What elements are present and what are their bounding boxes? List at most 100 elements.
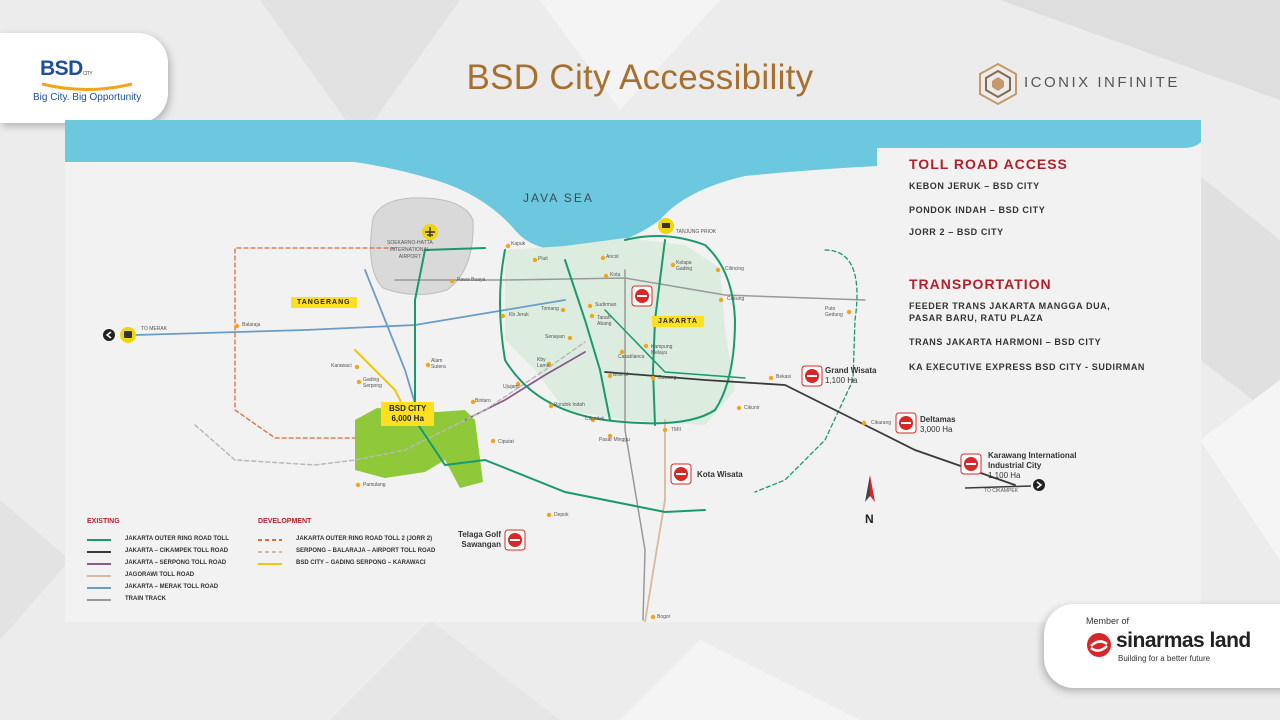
city-label: Karawaci — [331, 363, 352, 369]
toll-item: JORR 2 – BSD CITY — [909, 227, 1004, 237]
legend-item: JAKARTA – CIKAMPEK TOLL ROAD — [125, 548, 229, 554]
north-label: N — [865, 512, 874, 526]
jorr-inner-east — [651, 239, 666, 426]
sea-label: JAVA SEA — [523, 191, 594, 205]
legend-swatch — [87, 575, 111, 577]
brand-tagline: Big City. Big Opportunity — [33, 92, 142, 103]
north-arrow-icon — [865, 475, 875, 502]
city-label: Cilandak — [585, 416, 605, 422]
transport-item: KA EXECUTIVE EXPRESS BSD CITY - SUDIRMAN — [909, 362, 1146, 372]
serpong-toll-road — [464, 351, 586, 421]
sinarmas-tagline: Building for a better future — [1118, 654, 1211, 663]
map-graphic — [65, 120, 1201, 622]
city-label: Puto Gedung — [825, 306, 843, 318]
city-label: Pondok Indah — [554, 402, 585, 408]
train-track-2 — [624, 269, 646, 621]
toll-road-title: TOLL ROAD ACCESS — [909, 156, 1068, 172]
iconix-logo-icon — [979, 62, 1017, 106]
legend-item: BSD CITY – GADING SERPONG – KARAWACI — [296, 560, 426, 566]
jorr-inner-west — [564, 259, 611, 421]
city-label: Bekasi — [776, 374, 792, 380]
city-label: Alam Sutera — [431, 358, 446, 370]
member-of-label: Member of — [1086, 616, 1130, 626]
legend-swatch — [258, 551, 282, 553]
toll-item: KEBON JERUK – BSD CITY — [909, 181, 1040, 191]
sea-shape — [65, 120, 1201, 251]
cikampek-arrow-icon — [1033, 479, 1045, 491]
legend-item: SERPONG – BALARAJA – AIRPORT TOLL ROAD — [296, 548, 436, 554]
city-label: Cawang — [658, 375, 677, 381]
city-label: Pluit — [538, 256, 548, 262]
gading-serpong-karawaci — [354, 349, 406, 411]
serpong-balaraja-airport — [194, 341, 586, 466]
toll-connector — [604, 309, 746, 379]
toll-item: PONDOK INDAH – BSD CITY — [909, 205, 1046, 215]
city-label: Pamulang — [363, 482, 386, 488]
cikampek-toll-road — [604, 371, 1016, 486]
city-label: Sudirman — [595, 302, 617, 308]
jorr-ring-road — [499, 235, 737, 425]
transport-item: FEEDER TRANS JAKARTA MANGGA DUA, PASAR B… — [909, 301, 1111, 323]
airport-label: SOEKARNO-HATTA INTERNATIONAL AIRPORT — [387, 240, 433, 260]
legend-swatch — [87, 539, 111, 541]
city-label: Senayan — [545, 334, 565, 340]
jorr2-dev — [234, 247, 396, 439]
jagorawi-toll-road — [644, 419, 666, 622]
bsd-city-box: BSD CITY 6,000 Ha — [381, 402, 435, 426]
city-label: Ujujami — [503, 384, 520, 390]
development-kota-wisata: Kota Wisata — [697, 470, 743, 479]
development-telaga-golf: Telaga Golf Sawangan — [458, 530, 501, 549]
bsd-city-logo: BSDCITY — [40, 57, 93, 81]
development-kiic: Karawang International Industrial City 1… — [988, 451, 1077, 480]
brand-bold: BSD — [40, 57, 83, 80]
sinarmas-logo-icon — [1087, 633, 1111, 657]
city-label: Pasar Minggu — [599, 437, 630, 443]
legend-swatch — [258, 563, 282, 565]
bsd-city-area: 6,000 Ha — [391, 414, 424, 423]
city-label: Ancol — [606, 254, 619, 260]
bsd-city-name: BSD CITY — [389, 404, 427, 413]
city-label: Blok M — [613, 372, 629, 378]
legend-item: TRAIN TRACK — [125, 596, 166, 602]
jorr2-dev-east — [754, 249, 858, 493]
merak-arrow-icon — [103, 329, 115, 341]
brand-light: CITY — [82, 71, 93, 77]
city-label: Cikarang — [871, 420, 892, 426]
transportation-title: TRANSPORTATION — [909, 276, 1052, 292]
jakarta-label: JAKARTA — [652, 316, 704, 327]
legend-swatch — [87, 587, 111, 589]
bsd-city-area — [355, 408, 483, 488]
legend-item: JAKARTA OUTER RING ROAD TOLL — [125, 536, 229, 542]
city-label: Kapuk — [511, 241, 526, 247]
development-markers — [504, 285, 982, 551]
city-label: Gading Serpong — [363, 377, 382, 389]
legend-development-title: DEVELOPMENT — [258, 518, 312, 525]
partner-name: ICONIX INFINITE — [1024, 74, 1180, 91]
sinarmas-member-card: Member of sinarmas land Building for a b… — [1044, 604, 1280, 688]
legend-item: JAGORAWI TOLL ROAD — [125, 572, 195, 578]
accessibility-map: JAVA SEA SOEKARNO-HATTA INTERNATIONAL AI… — [65, 120, 1201, 622]
legend-swatch — [87, 563, 111, 565]
city-label: Kb Jeruk — [509, 312, 529, 318]
airport-area — [370, 197, 474, 296]
city-label: Tanah Abang — [597, 315, 612, 327]
legend-swatch — [87, 599, 111, 601]
city-label: Kby Lama — [537, 357, 550, 369]
city-label: Depok — [554, 512, 569, 518]
city-label: Casablanca — [618, 354, 645, 360]
legend-item: JAKARTA – SERPONG TOLL ROAD — [125, 560, 227, 566]
legend-existing-title: EXISTING — [87, 518, 120, 525]
to-cikampek-label: TO CIKAMPEK — [984, 488, 1019, 494]
transport-item: TRANS JAKARTA HARMONI – BSD CITY — [909, 337, 1102, 347]
city-label: Cakung — [727, 296, 745, 302]
city-label: Cikunir — [744, 405, 760, 411]
merak-toll-road-2 — [364, 269, 421, 421]
city-label: Ciputat — [498, 439, 514, 445]
legend-item: JAKARTA – MERAK TOLL ROAD — [125, 584, 219, 590]
city-dots — [234, 243, 867, 620]
city-label: Bintaro — [475, 398, 491, 404]
bsd-logo-card: BSDCITY Big City. Big Opportunity — [0, 33, 168, 123]
city-label: Kelapa Gading — [676, 260, 693, 272]
jorr-outer — [414, 247, 706, 514]
